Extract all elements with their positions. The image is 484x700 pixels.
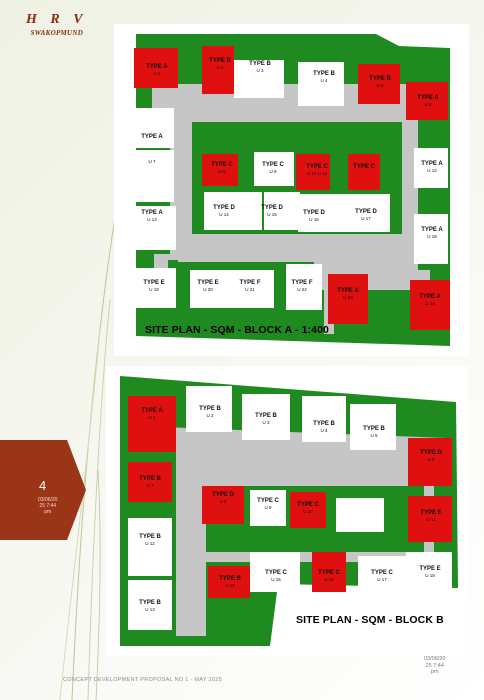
footer-text: CONCEPT DEVELOPMENT PROPOSAL NO 1 - MAY … [63,677,222,683]
plot-a-type-a-left: TYPE A [141,134,163,140]
block-a-map [132,34,450,346]
block-a-caption: SITE PLAN - SQM - BLOCK A - 1:400 [145,324,329,336]
brand-subtitle: SWAKOPMUND [30,29,84,37]
page-number: 4 [39,478,47,493]
plot-a-u7: U 7 [148,159,156,164]
page-number-tab [0,440,86,540]
block-b-map [120,376,458,646]
plot-a-u11: TYPE C [353,164,375,170]
block-b-caption: SITE PLAN - SQM - BLOCK B [296,614,444,626]
brand-title: H R V [26,12,88,27]
brand: H R V SWAKOPMUND [26,12,88,37]
